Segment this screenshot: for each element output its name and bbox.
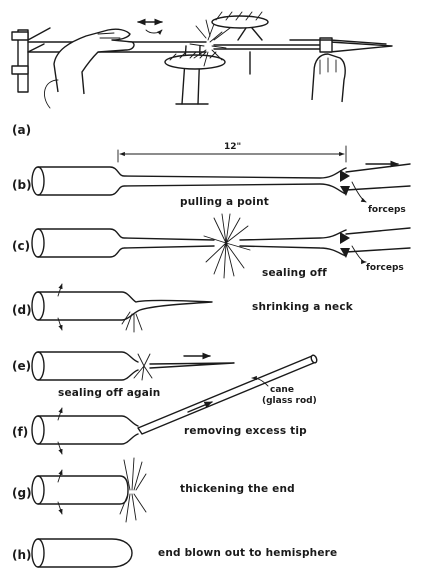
panel-label-g: (g) bbox=[12, 486, 32, 500]
panel-g: (g) thickening the end bbox=[12, 457, 295, 523]
flame-icon bbox=[203, 213, 251, 279]
panel-e: (e) sealing off again bbox=[12, 351, 235, 399]
torch-icon bbox=[164, 11, 269, 105]
panel-label-h: (h) bbox=[12, 548, 32, 562]
note-forceps-b: forceps bbox=[368, 205, 406, 215]
glass-tube bbox=[31, 475, 129, 505]
panel-b: 12" (b) pulling a point forceps bbox=[12, 142, 411, 215]
glass-tube bbox=[31, 228, 347, 258]
note-cane-line1: cane bbox=[270, 385, 294, 395]
hand-icon bbox=[311, 53, 346, 103]
glass-tube bbox=[31, 351, 235, 381]
caption-c: sealing off bbox=[262, 267, 327, 279]
panel-label-d: (d) bbox=[12, 303, 32, 317]
panel-f: (f) removing excess tip cane (glass rod) bbox=[12, 354, 318, 455]
forceps-icon bbox=[340, 163, 411, 203]
flame-icon bbox=[189, 19, 231, 67]
rotation-arrow-icon bbox=[57, 283, 63, 331]
panel-label-a: (a) bbox=[12, 123, 31, 137]
rotation-arrow-icon bbox=[57, 407, 63, 455]
panel-label-b: (b) bbox=[12, 178, 32, 192]
caption-d: shrinking a neck bbox=[252, 301, 354, 313]
dimension-line: 12" bbox=[117, 142, 347, 163]
caption-g: thickening the end bbox=[180, 483, 295, 495]
glass-tube bbox=[31, 291, 213, 321]
flame-icon bbox=[119, 457, 147, 523]
rotation-arrow-icon bbox=[137, 18, 163, 35]
caption-e: sealing off again bbox=[58, 387, 160, 399]
note-cane-line2: (glass rod) bbox=[262, 396, 317, 406]
glass-tube bbox=[31, 538, 133, 568]
note-forceps-c: forceps bbox=[366, 263, 404, 273]
glass-tube bbox=[31, 415, 139, 445]
hand-icon bbox=[43, 28, 135, 109]
arrow-icon bbox=[187, 401, 213, 413]
caption-h: end blown out to hemisphere bbox=[158, 547, 337, 559]
forceps-icon bbox=[340, 227, 411, 265]
caption-f: removing excess tip bbox=[184, 425, 307, 437]
panel-h: (h) end blown out to hemisphere bbox=[12, 538, 337, 568]
rotation-arrow-icon bbox=[57, 469, 63, 515]
caption-b: pulling a point bbox=[180, 196, 269, 208]
pointer-line bbox=[251, 375, 269, 387]
panel-label-c: (c) bbox=[12, 239, 30, 253]
lathe-frame bbox=[11, 27, 51, 93]
panel-c: (c) sealing off forceps bbox=[12, 213, 411, 279]
glass-tube bbox=[31, 166, 347, 196]
panel-d: (d) shrinking a neck bbox=[12, 283, 354, 333]
forceps-icon bbox=[289, 37, 387, 53]
dimension-label: 12" bbox=[224, 142, 241, 152]
panel-label-f: (f) bbox=[12, 425, 28, 439]
flame-icon bbox=[121, 311, 143, 333]
panel-a: (a) bbox=[11, 11, 393, 137]
flame-icon bbox=[133, 353, 153, 381]
panel-label-e: (e) bbox=[12, 359, 31, 373]
